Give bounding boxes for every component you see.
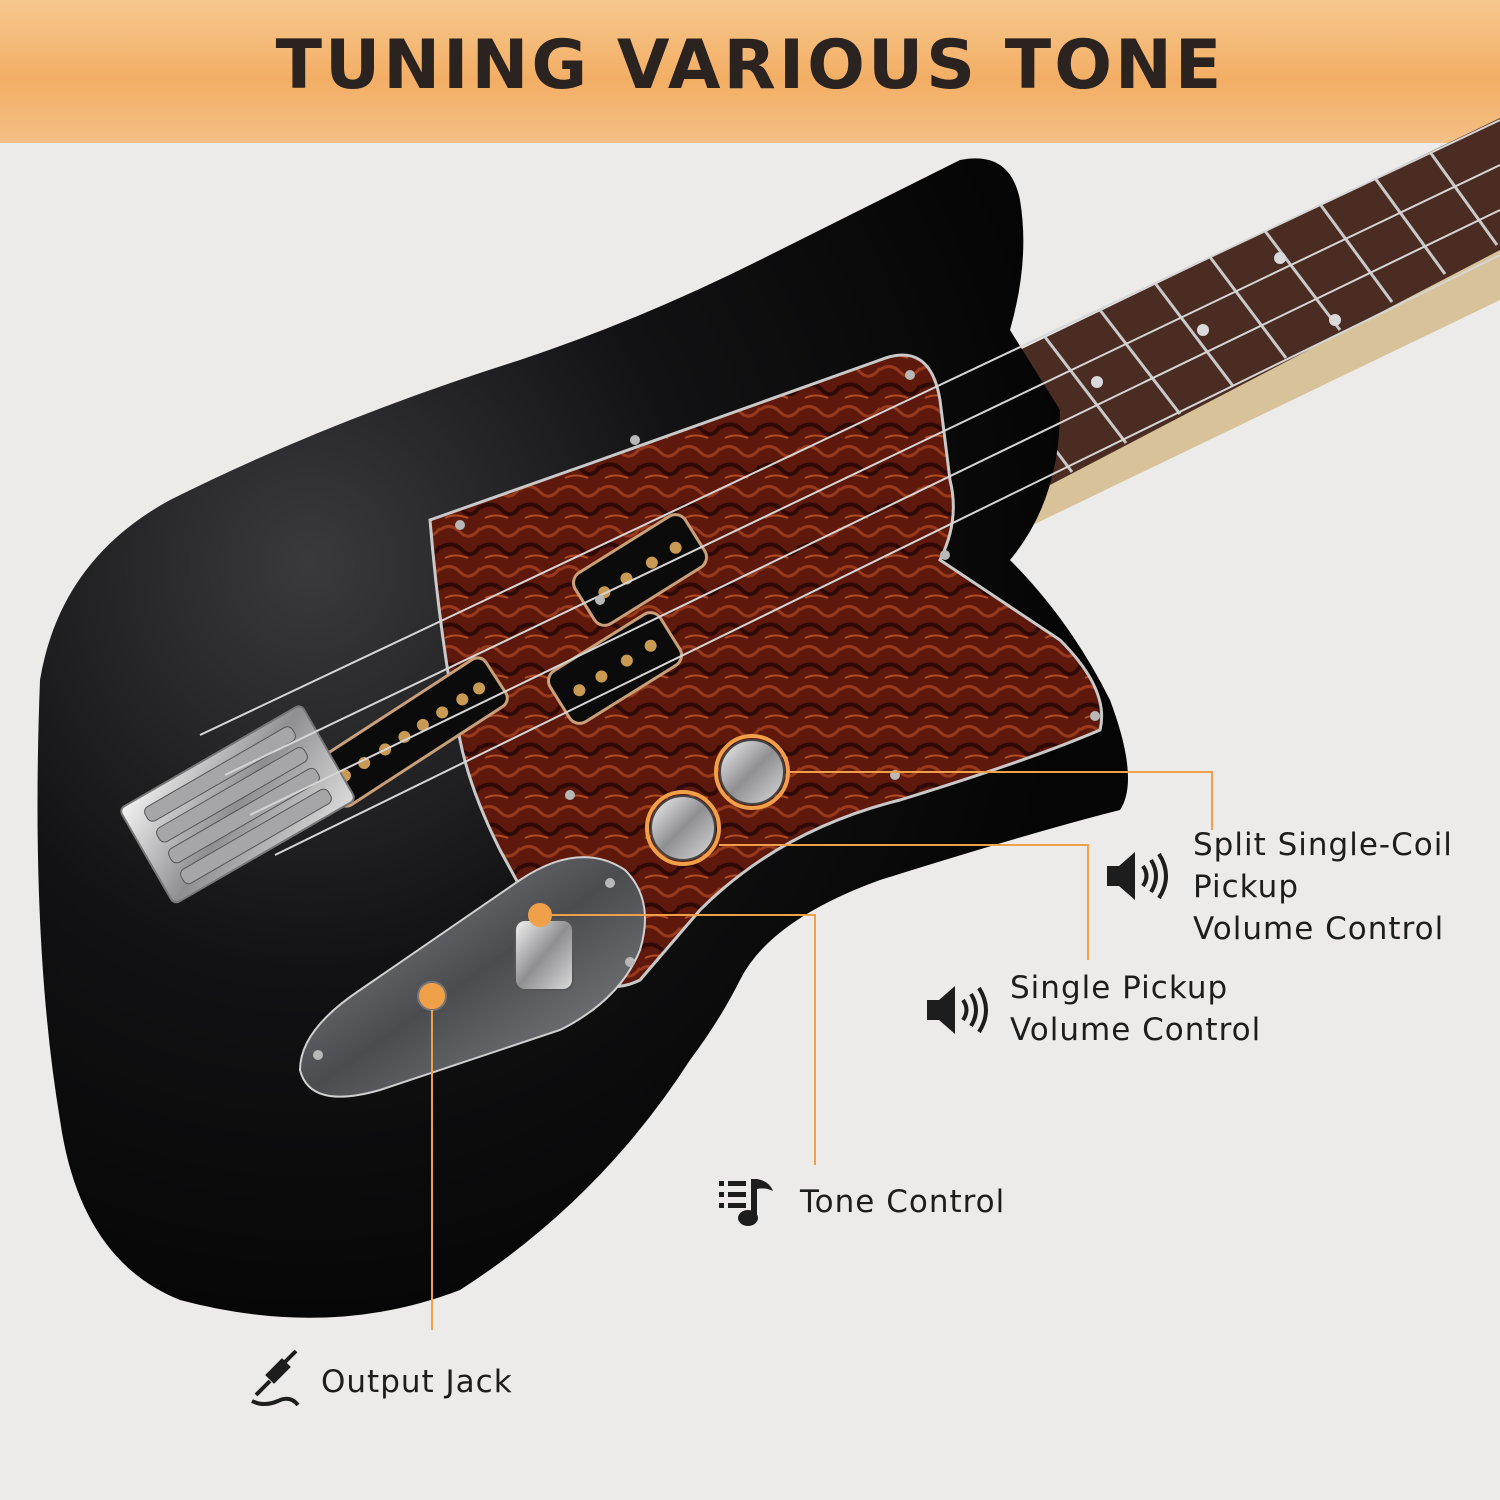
music-note-list-icon	[719, 1179, 773, 1226]
output-jack	[417, 981, 447, 1011]
speaker-icon	[927, 986, 988, 1034]
screws	[313, 370, 1100, 1060]
split-coil-label: Split Single-Coil Pickup Volume Control	[1193, 824, 1453, 950]
tone-control-label: Tone Control	[800, 1184, 1006, 1220]
single-pickup-line-2: Volume Control	[1010, 1012, 1262, 1048]
single-pickup-line-1: Single Pickup	[1010, 970, 1229, 1006]
pickguard	[428, 353, 1104, 989]
split-coil-line-3: Volume Control	[1193, 911, 1445, 947]
title-banner: TUNING VARIOUS TONE	[0, 0, 1500, 143]
middle-pickup	[547, 611, 683, 725]
output-jack-label: Output Jack	[321, 1364, 513, 1400]
single-pickup-label: Single Pickup Volume Control	[1010, 967, 1261, 1051]
callout-lines	[431, 771, 1213, 1330]
split-coil-line-1: Split Single-Coil	[1193, 827, 1453, 863]
split-coil-line-2: Pickup	[1193, 869, 1299, 905]
single-pickup-volume-knob	[645, 790, 721, 866]
split-coil-volume-knob	[714, 734, 790, 810]
speaker-icon	[1107, 852, 1168, 900]
neck-pickup	[572, 513, 708, 627]
audio-jack-icon	[251, 1349, 300, 1407]
control-plate	[298, 856, 646, 1098]
strings	[199, 119, 1500, 856]
banner-title: TUNING VARIOUS TONE	[275, 26, 1225, 105]
bridge	[120, 705, 355, 904]
tone-knob	[514, 903, 574, 991]
